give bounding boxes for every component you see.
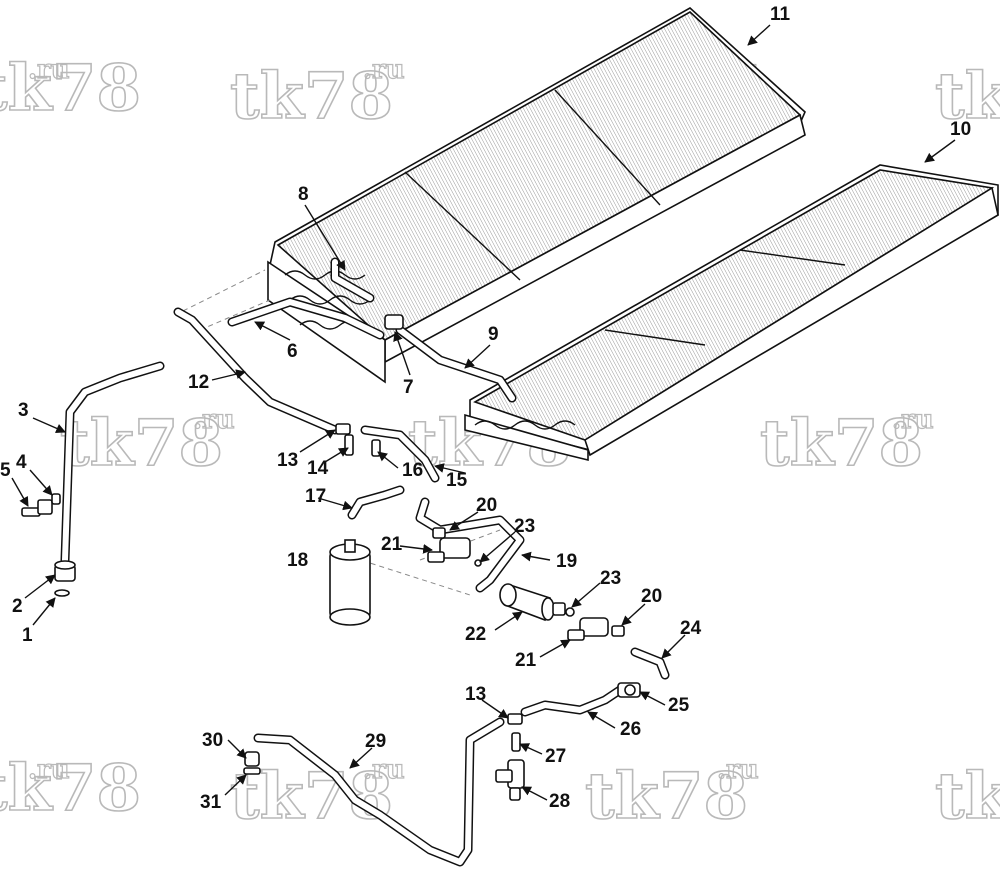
- coil-assembly-upper: [267, 7, 806, 384]
- valve-21-lower: [567, 617, 609, 641]
- callout-24: 24: [680, 618, 702, 639]
- callout-12: 12: [188, 372, 209, 393]
- svg-text:tk78: tk78: [760, 406, 923, 481]
- watermark: tk78 .ru: [759, 404, 934, 481]
- callout-30: 30: [202, 730, 223, 751]
- fitting-13-lower: [507, 713, 523, 725]
- callout-20-lower: 20: [641, 586, 662, 607]
- fitting-20-lower: [611, 625, 625, 637]
- svg-text:.ru: .ru: [28, 55, 70, 85]
- callout-31: 31: [200, 792, 222, 813]
- fitting-20-upper: [432, 527, 446, 539]
- callout-8: 8: [298, 184, 309, 205]
- svg-text:tk78: tk78: [230, 59, 393, 134]
- panel-divider: [604, 329, 706, 346]
- oring-23-lower: [565, 607, 575, 617]
- callout-3: 3: [18, 400, 29, 421]
- leader-lines: [11, 24, 956, 801]
- coil-return-bends: [474, 420, 576, 430]
- watermark: tk78 .ru: [0, 50, 142, 127]
- svg-text:tk78: tk78: [935, 759, 1000, 834]
- callout-1: 1: [22, 625, 33, 646]
- svg-text:.ru: .ru: [363, 755, 405, 785]
- svg-text:tk78: tk78: [935, 59, 1000, 134]
- watermark: tk78: [934, 758, 1000, 835]
- watermark: tk78 .ru: [229, 54, 405, 134]
- oring-23-upper: [474, 559, 482, 567]
- callout-28: 28: [549, 791, 570, 812]
- callout-14: 14: [307, 458, 329, 479]
- callout-27: 27: [545, 746, 566, 767]
- sensor-5: [21, 499, 53, 517]
- callout-23-lower: 23: [600, 568, 621, 589]
- fitting-27: [511, 732, 521, 752]
- callout-16: 16: [402, 460, 423, 481]
- fitting-30: [244, 751, 260, 767]
- fitting-16: [371, 439, 381, 457]
- svg-text:tk78: tk78: [0, 751, 141, 826]
- callout-17: 17: [305, 486, 326, 507]
- svg-text:tk78: tk78: [0, 51, 141, 126]
- callout-11: 11: [770, 4, 791, 25]
- watermark: tk78: [934, 58, 1000, 135]
- tee-fitting-28: [495, 759, 525, 801]
- panel-divider: [554, 89, 661, 206]
- clip-1: [54, 589, 70, 597]
- callout-labels: 11 10 8 6 7 9 12 3 4 5 13 14 16 15 17 20…: [0, 4, 971, 813]
- fitting-14: [344, 434, 354, 456]
- callout-21-lower: 21: [515, 650, 537, 671]
- receiver-drier-18: [329, 539, 371, 626]
- filter-22: [499, 583, 566, 622]
- callout-5: 5: [0, 460, 11, 481]
- coil-assembly-lower: [464, 164, 999, 462]
- callout-9: 9: [488, 324, 499, 345]
- svg-text:tk78: tk78: [60, 406, 223, 481]
- svg-text:.ru: .ru: [717, 755, 759, 785]
- callout-2: 2: [12, 596, 23, 617]
- callout-15: 15: [446, 470, 468, 491]
- fitting-13-upper: [335, 423, 351, 435]
- assembly-reference-lines: [174, 269, 501, 596]
- svg-text:.ru: .ru: [892, 405, 934, 435]
- svg-text:.ru: .ru: [28, 755, 70, 785]
- callout-13: 13: [277, 450, 298, 471]
- nut-31: [243, 767, 261, 775]
- valve-21-upper: [427, 537, 471, 563]
- callout-6: 6: [287, 341, 298, 362]
- svg-text:tk78: tk78: [585, 759, 748, 834]
- callout-18: 18: [287, 550, 308, 571]
- watermark: tk78 .ru: [584, 754, 759, 834]
- panel-divider: [739, 249, 846, 266]
- components: [21, 314, 641, 801]
- callout-21: 21: [381, 534, 403, 555]
- callout-23: 23: [514, 516, 535, 537]
- callout-10: 10: [950, 119, 971, 140]
- callout-13-lower: 13: [465, 684, 486, 705]
- svg-text:.ru: .ru: [193, 405, 235, 435]
- callout-26: 26: [620, 719, 641, 740]
- callout-20: 20: [476, 495, 497, 516]
- callout-19: 19: [556, 551, 577, 572]
- callout-29: 29: [365, 731, 386, 752]
- callout-25: 25: [668, 695, 690, 716]
- svg-text:.ru: .ru: [363, 55, 405, 85]
- fitting-7: [384, 314, 404, 330]
- callout-22: 22: [465, 624, 486, 645]
- watermark: tk78 .ru: [0, 750, 142, 827]
- callout-7: 7: [403, 377, 414, 398]
- valve-25: [617, 682, 641, 698]
- callout-4: 4: [16, 452, 27, 473]
- panel-divider: [404, 171, 521, 281]
- adapter-2: [54, 560, 76, 582]
- fitting-4: [51, 493, 61, 505]
- watermark: tk78 .ru: [59, 404, 235, 481]
